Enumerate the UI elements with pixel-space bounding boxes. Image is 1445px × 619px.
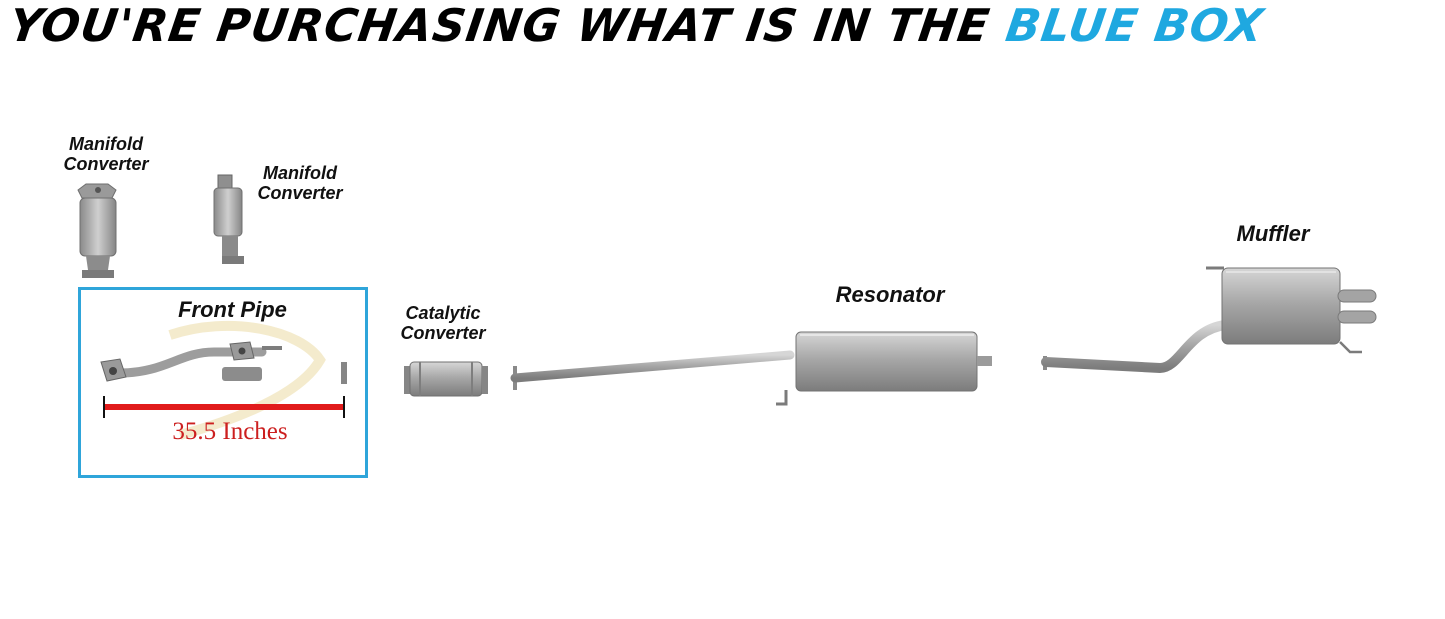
manifold-converter-2-part: [213, 174, 244, 264]
resonator-part: [510, 331, 992, 406]
muffler-part: [1041, 266, 1377, 374]
manifold-converter-1-part: [77, 183, 117, 278]
measurement-line: [103, 396, 345, 418]
catalytic-converter-label: Catalytic Converter: [400, 303, 486, 344]
blue-box-highlight: [78, 287, 368, 478]
measurement-label: 35.5 Inches: [172, 418, 288, 445]
front-pipe-part: [100, 320, 350, 440]
manifold-converter-label-1: Manifold Converter: [63, 134, 149, 175]
muffler-label: Muffler: [1236, 221, 1310, 246]
catalytic-converter-part: [404, 361, 488, 397]
front-pipe-label: Front Pipe: [178, 297, 287, 322]
resonator-label: Resonator: [835, 282, 945, 307]
manifold-converter-label-2: Manifold Converter: [257, 163, 343, 204]
